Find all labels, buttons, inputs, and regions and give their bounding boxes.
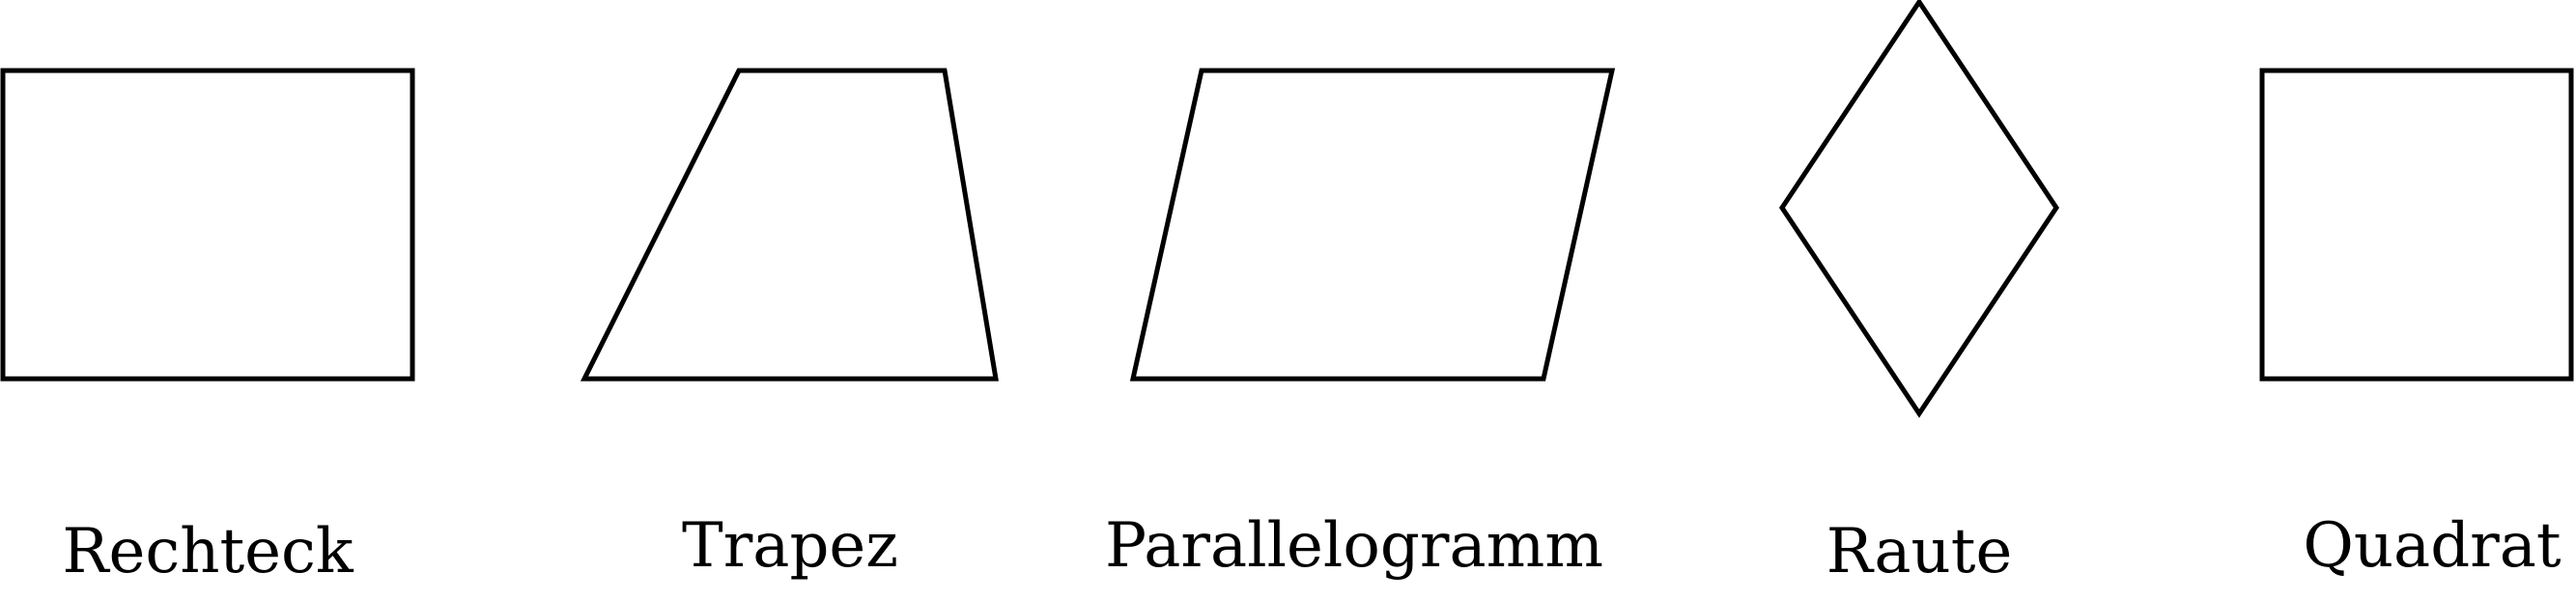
square-label: Quadrat bbox=[2303, 510, 2562, 582]
parallelogram-shape bbox=[1129, 68, 1616, 382]
trapezoid-shape bbox=[580, 68, 999, 382]
trapezoid-label: Trapez bbox=[682, 510, 898, 582]
square-shape bbox=[2259, 68, 2574, 382]
rhombus-shape bbox=[1778, 0, 2060, 418]
rectangle-label: Rechteck bbox=[62, 516, 354, 588]
rhombus-label: Raute bbox=[1826, 516, 2013, 588]
parallelogram-label: Parallelogramm bbox=[1105, 510, 1603, 582]
rectangle-shape bbox=[0, 68, 415, 382]
